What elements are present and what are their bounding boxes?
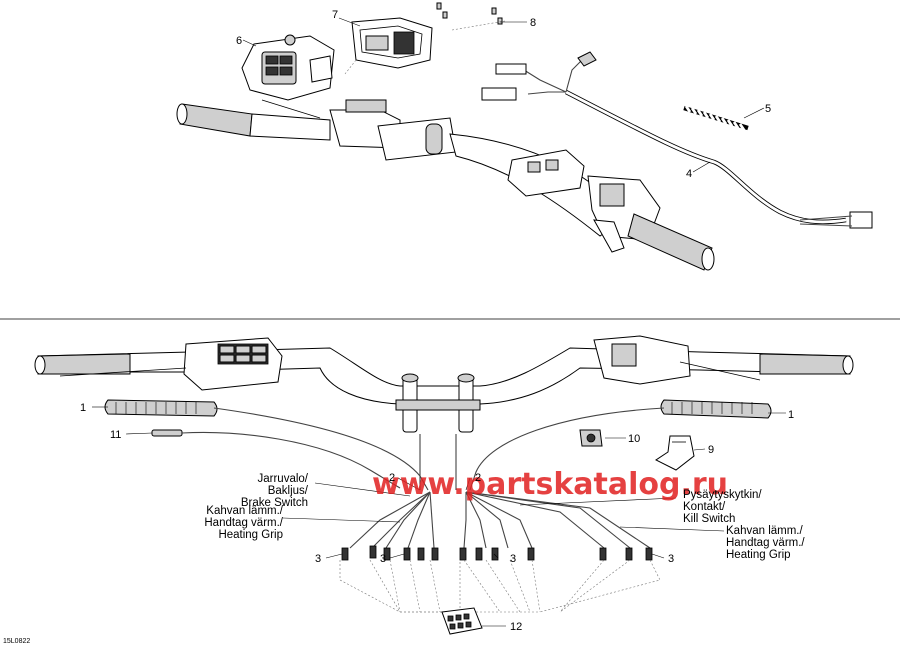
- label-kill-switch: Pysäytyskytkin/ Kontakt/ Kill Switch: [683, 489, 762, 525]
- svg-text:Kontakt/: Kontakt/: [683, 501, 726, 513]
- callout-4: 4: [686, 168, 692, 180]
- heating-element-left: [104, 399, 218, 417]
- callout-5: 5: [765, 103, 771, 115]
- callout-2-left: 2: [389, 472, 395, 484]
- callout-9: 9: [708, 444, 714, 456]
- svg-text:Brake Switch: Brake Switch: [241, 497, 308, 509]
- svg-text:Handtag värm./: Handtag värm./: [726, 537, 805, 549]
- upper-exploded-view: [176, 2, 873, 271]
- handlebar-upper: [176, 99, 715, 271]
- svg-text:Handtag värm./: Handtag värm./: [204, 517, 283, 529]
- callout-3-a: 3: [315, 553, 321, 565]
- heating-element-right: [660, 399, 772, 419]
- label-heating-grip-right: Kahvan lämm./ Handtag värm./ Heating Gri…: [726, 525, 805, 561]
- handlebar-lower: [34, 335, 854, 433]
- svg-text:Bakljus/: Bakljus/: [268, 485, 309, 497]
- callout-1-left: 1: [80, 402, 86, 414]
- callout-3-b: 3: [380, 553, 386, 565]
- wiring-harness: [481, 51, 873, 229]
- screw-set: [436, 2, 503, 25]
- svg-text:Pysäytyskytkin/: Pysäytyskytkin/: [683, 489, 762, 501]
- callout-10: 10: [628, 433, 640, 445]
- label-brake-switch: Jarruvalo/ Bakljus/ Brake Switch: [241, 473, 309, 509]
- callout-8: 8: [530, 17, 536, 29]
- retaining-clip: [579, 429, 603, 447]
- label-heating-grip-left: Kahvan lämm./ Handtag värm./ Heating Gri…: [204, 505, 283, 541]
- callout-6: 6: [236, 35, 242, 47]
- callout-3-d: 3: [668, 553, 674, 565]
- svg-text:Kahvan lämm./: Kahvan lämm./: [206, 505, 284, 517]
- spiral-wrap: [683, 105, 749, 131]
- callout-3-c: 3: [510, 553, 516, 565]
- sensor-probe: [151, 429, 401, 489]
- switch-control-pod: [241, 34, 335, 101]
- assembly-lines: [339, 559, 661, 613]
- svg-text:Kill Switch: Kill Switch: [683, 513, 735, 525]
- leader-lines: [92, 406, 786, 627]
- svg-text:Kahvan lämm./: Kahvan lämm./: [726, 525, 804, 537]
- callout-1-right: 1: [788, 409, 794, 421]
- wire-bundle: [213, 407, 665, 549]
- switch-housing: [351, 17, 433, 69]
- watermark: www.partskatalog.ru: [372, 467, 728, 502]
- callout-11: 11: [110, 429, 121, 441]
- callout-2-right: 2: [475, 472, 481, 484]
- callout-7: 7: [332, 9, 338, 21]
- main-connector: [441, 607, 483, 635]
- callout-numbers: 7 6 8 5 4 1 1 11 10 9 2 2 3 3 3 3 12: [80, 9, 794, 633]
- diagram-code: 15L0822: [3, 638, 30, 645]
- mounting-bracket: [655, 435, 695, 471]
- svg-text:Heating Grip: Heating Grip: [218, 529, 283, 541]
- svg-text:Heating Grip: Heating Grip: [726, 549, 791, 561]
- callout-12: 12: [510, 621, 522, 633]
- lower-wiring-view: [34, 335, 854, 635]
- svg-text:Jarruvalo/: Jarruvalo/: [258, 473, 309, 485]
- connector-terminals: [341, 545, 653, 561]
